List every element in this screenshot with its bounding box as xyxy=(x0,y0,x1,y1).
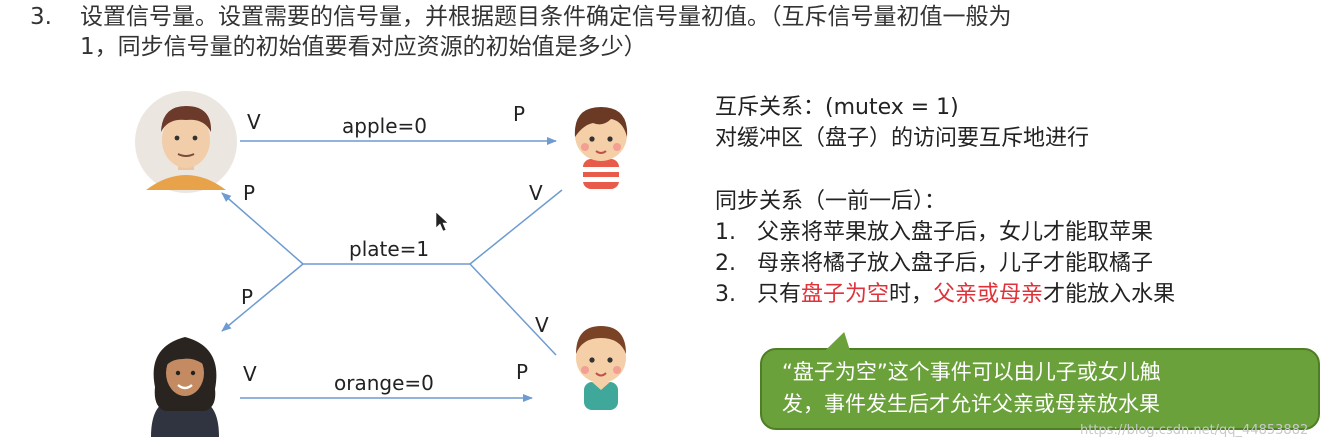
plate-to-mother-arrow xyxy=(221,263,304,332)
mouse-cursor-icon xyxy=(435,211,449,232)
callout-bubble: “盘子为空”这个事件可以由儿子或女儿触 发，事件发生后才允许父亲或母亲放水果 xyxy=(760,348,1320,430)
relations-panel: 互斥关系：(mutex = 1) 对缓冲区（盘子）的访问要互斥地进行 同步关系（… xyxy=(715,92,1325,310)
orange-semaphore-label: orange=0 xyxy=(334,371,434,395)
callout-line-2: 发，事件发生后才允许父亲或母亲放水果 xyxy=(782,392,1160,416)
heading-text-1: 设置信号量。设置需要的信号量，并根据题目条件确定信号量初值。（互斥信号量初值一般… xyxy=(80,4,1012,30)
son-avatar-icon xyxy=(576,326,626,410)
sync-item-2: 2. 母亲将橘子放入盘子后，儿子才能取橘子 xyxy=(715,248,1325,279)
plate-to-father-arrow xyxy=(221,192,304,265)
sync-item-3-post: 才能放入水果 xyxy=(1043,282,1176,307)
mother-orange-op-label: V xyxy=(243,362,257,386)
sync-item-3-text: 只有盘子为空时，父亲或母亲才能放入水果 xyxy=(757,279,1175,310)
sync-item-2-text: 母亲将橘子放入盘子后，儿子才能取橘子 xyxy=(757,251,1154,276)
plate-empty-highlight: 盘子为空 xyxy=(801,282,890,307)
sync-item-3-mid: 时， xyxy=(889,282,934,307)
son-to-plate-line xyxy=(469,263,557,356)
sync-item-1-number: 1. xyxy=(715,220,736,245)
father-avatar-icon xyxy=(135,91,237,193)
sync-item-1: 1. 父亲将苹果放入盘子后，女儿才能取苹果 xyxy=(715,217,1325,248)
callout-line-1: “盘子为空”这个事件可以由儿子或女儿触 xyxy=(782,360,1161,384)
daughter-avatar-icon xyxy=(574,107,628,189)
semaphore-diagram: V apple=0 P P V plate=1 P V V orange=0 P xyxy=(135,91,628,437)
watermark: https://blog.csdn.net/qq_44853882 xyxy=(1080,423,1309,438)
sync-item-3-pre: 只有 xyxy=(757,282,802,307)
heading-text-2: 1，同步信号量的初始值要看对应资源的初始值是多少） xyxy=(80,34,647,60)
parents-highlight: 父亲或母亲 xyxy=(933,282,1044,307)
diagram-lines xyxy=(221,137,563,402)
apple-semaphore-label: apple=0 xyxy=(342,114,427,138)
mutex-desc: 对缓冲区（盘子）的访问要互斥地进行 xyxy=(715,126,1090,151)
sync-item-2-number: 2. xyxy=(715,251,736,276)
daughter-apple-op-label: P xyxy=(513,102,526,126)
sync-item-3-number: 3. xyxy=(715,282,736,307)
sync-item-1-text: 父亲将苹果放入盘子后，女儿才能取苹果 xyxy=(757,220,1154,245)
heading-number: 3. xyxy=(30,4,52,30)
son-plate-op-label: V xyxy=(535,313,549,337)
heading: 3. 设置信号量。设置需要的信号量，并根据题目条件确定信号量初值。（互斥信号量初值… xyxy=(30,2,1330,62)
father-plate-op-label: P xyxy=(243,181,256,205)
mother-avatar-icon xyxy=(151,337,219,437)
son-orange-op-label: P xyxy=(516,360,529,384)
plate-semaphore-label: plate=1 xyxy=(349,237,430,261)
sync-title: 同步关系（一前一后）： xyxy=(715,189,947,214)
mother-plate-op-label: P xyxy=(241,285,254,309)
heading-line-1: 3. 设置信号量。设置需要的信号量，并根据题目条件确定信号量初值。（互斥信号量初值… xyxy=(30,2,1330,32)
daughter-plate-op-label: V xyxy=(529,181,543,205)
father-apple-op-label: V xyxy=(247,110,261,134)
sync-item-3: 3. 只有盘子为空时，父亲或母亲才能放入水果 xyxy=(715,279,1325,310)
daughter-to-plate-line xyxy=(469,189,563,265)
mutex-title: 互斥关系：(mutex = 1) xyxy=(715,95,959,120)
